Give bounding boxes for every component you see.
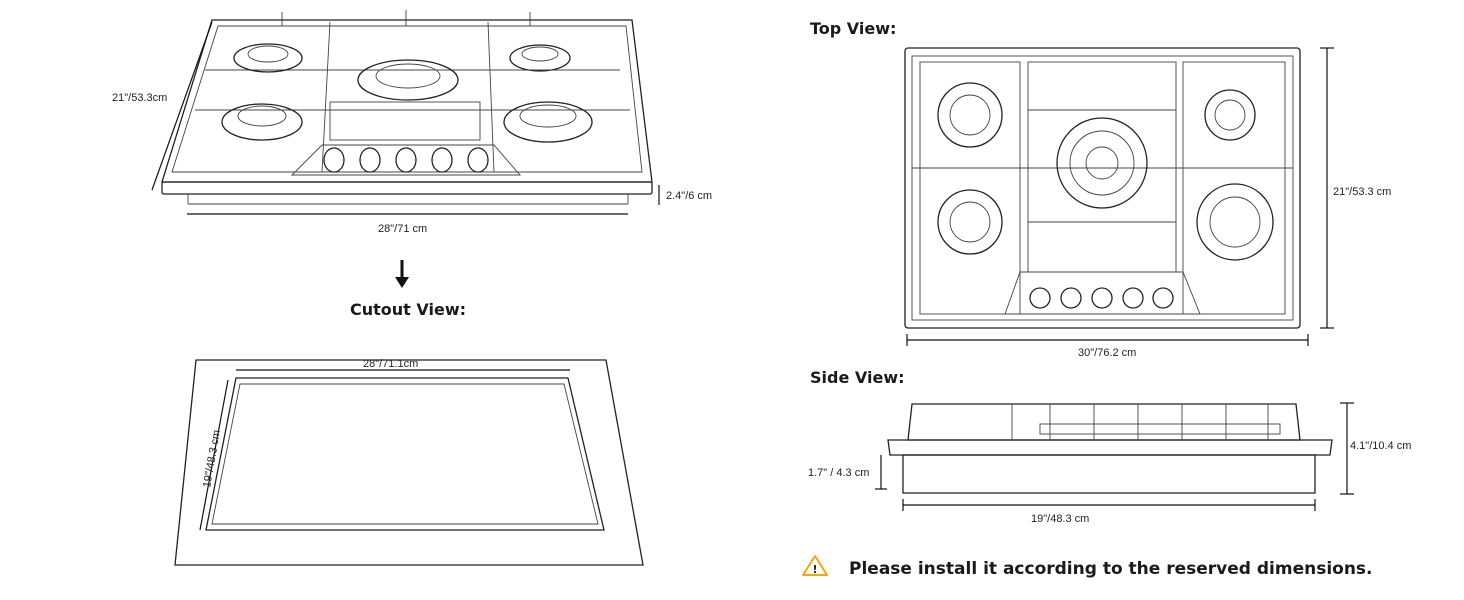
side-width-label: 19"/48.3 cm: [1031, 513, 1089, 525]
arrow-down-icon: [395, 260, 409, 288]
side-height-label: 4.1"/10.4 cm: [1350, 440, 1411, 452]
warning-icon: !: [802, 555, 828, 576]
cutout-width-label: 28"/71.1cm: [363, 358, 418, 370]
side-view-title: Side View:: [810, 368, 905, 387]
perspective-width-label: 28"/71 cm: [378, 223, 427, 235]
install-notice-text: Please install it according to the reser…: [849, 559, 1373, 579]
top-view-drawing: [904, 47, 1301, 329]
top-width-label: 30"/76.2 cm: [1078, 347, 1136, 359]
side-view-drawing: [887, 403, 1333, 494]
cutout-depth-line: [199, 379, 229, 531]
depth-dimension-line: [151, 21, 213, 191]
cutout-drawing: [174, 359, 644, 566]
svg-text:!: !: [812, 563, 817, 576]
side-body-height-label: 1.7" / 4.3 cm: [808, 467, 869, 479]
top-view-title: Top View:: [810, 19, 896, 38]
cutout-view-title: Cutout View:: [350, 300, 466, 319]
top-depth-label: 21"/53.3 cm: [1333, 186, 1391, 198]
perspective-depth-label: 21"/53.3cm: [112, 92, 167, 104]
perspective-cooktop-drawing: [161, 10, 653, 205]
perspective-height-label: 2.4"/6 cm: [666, 190, 712, 202]
